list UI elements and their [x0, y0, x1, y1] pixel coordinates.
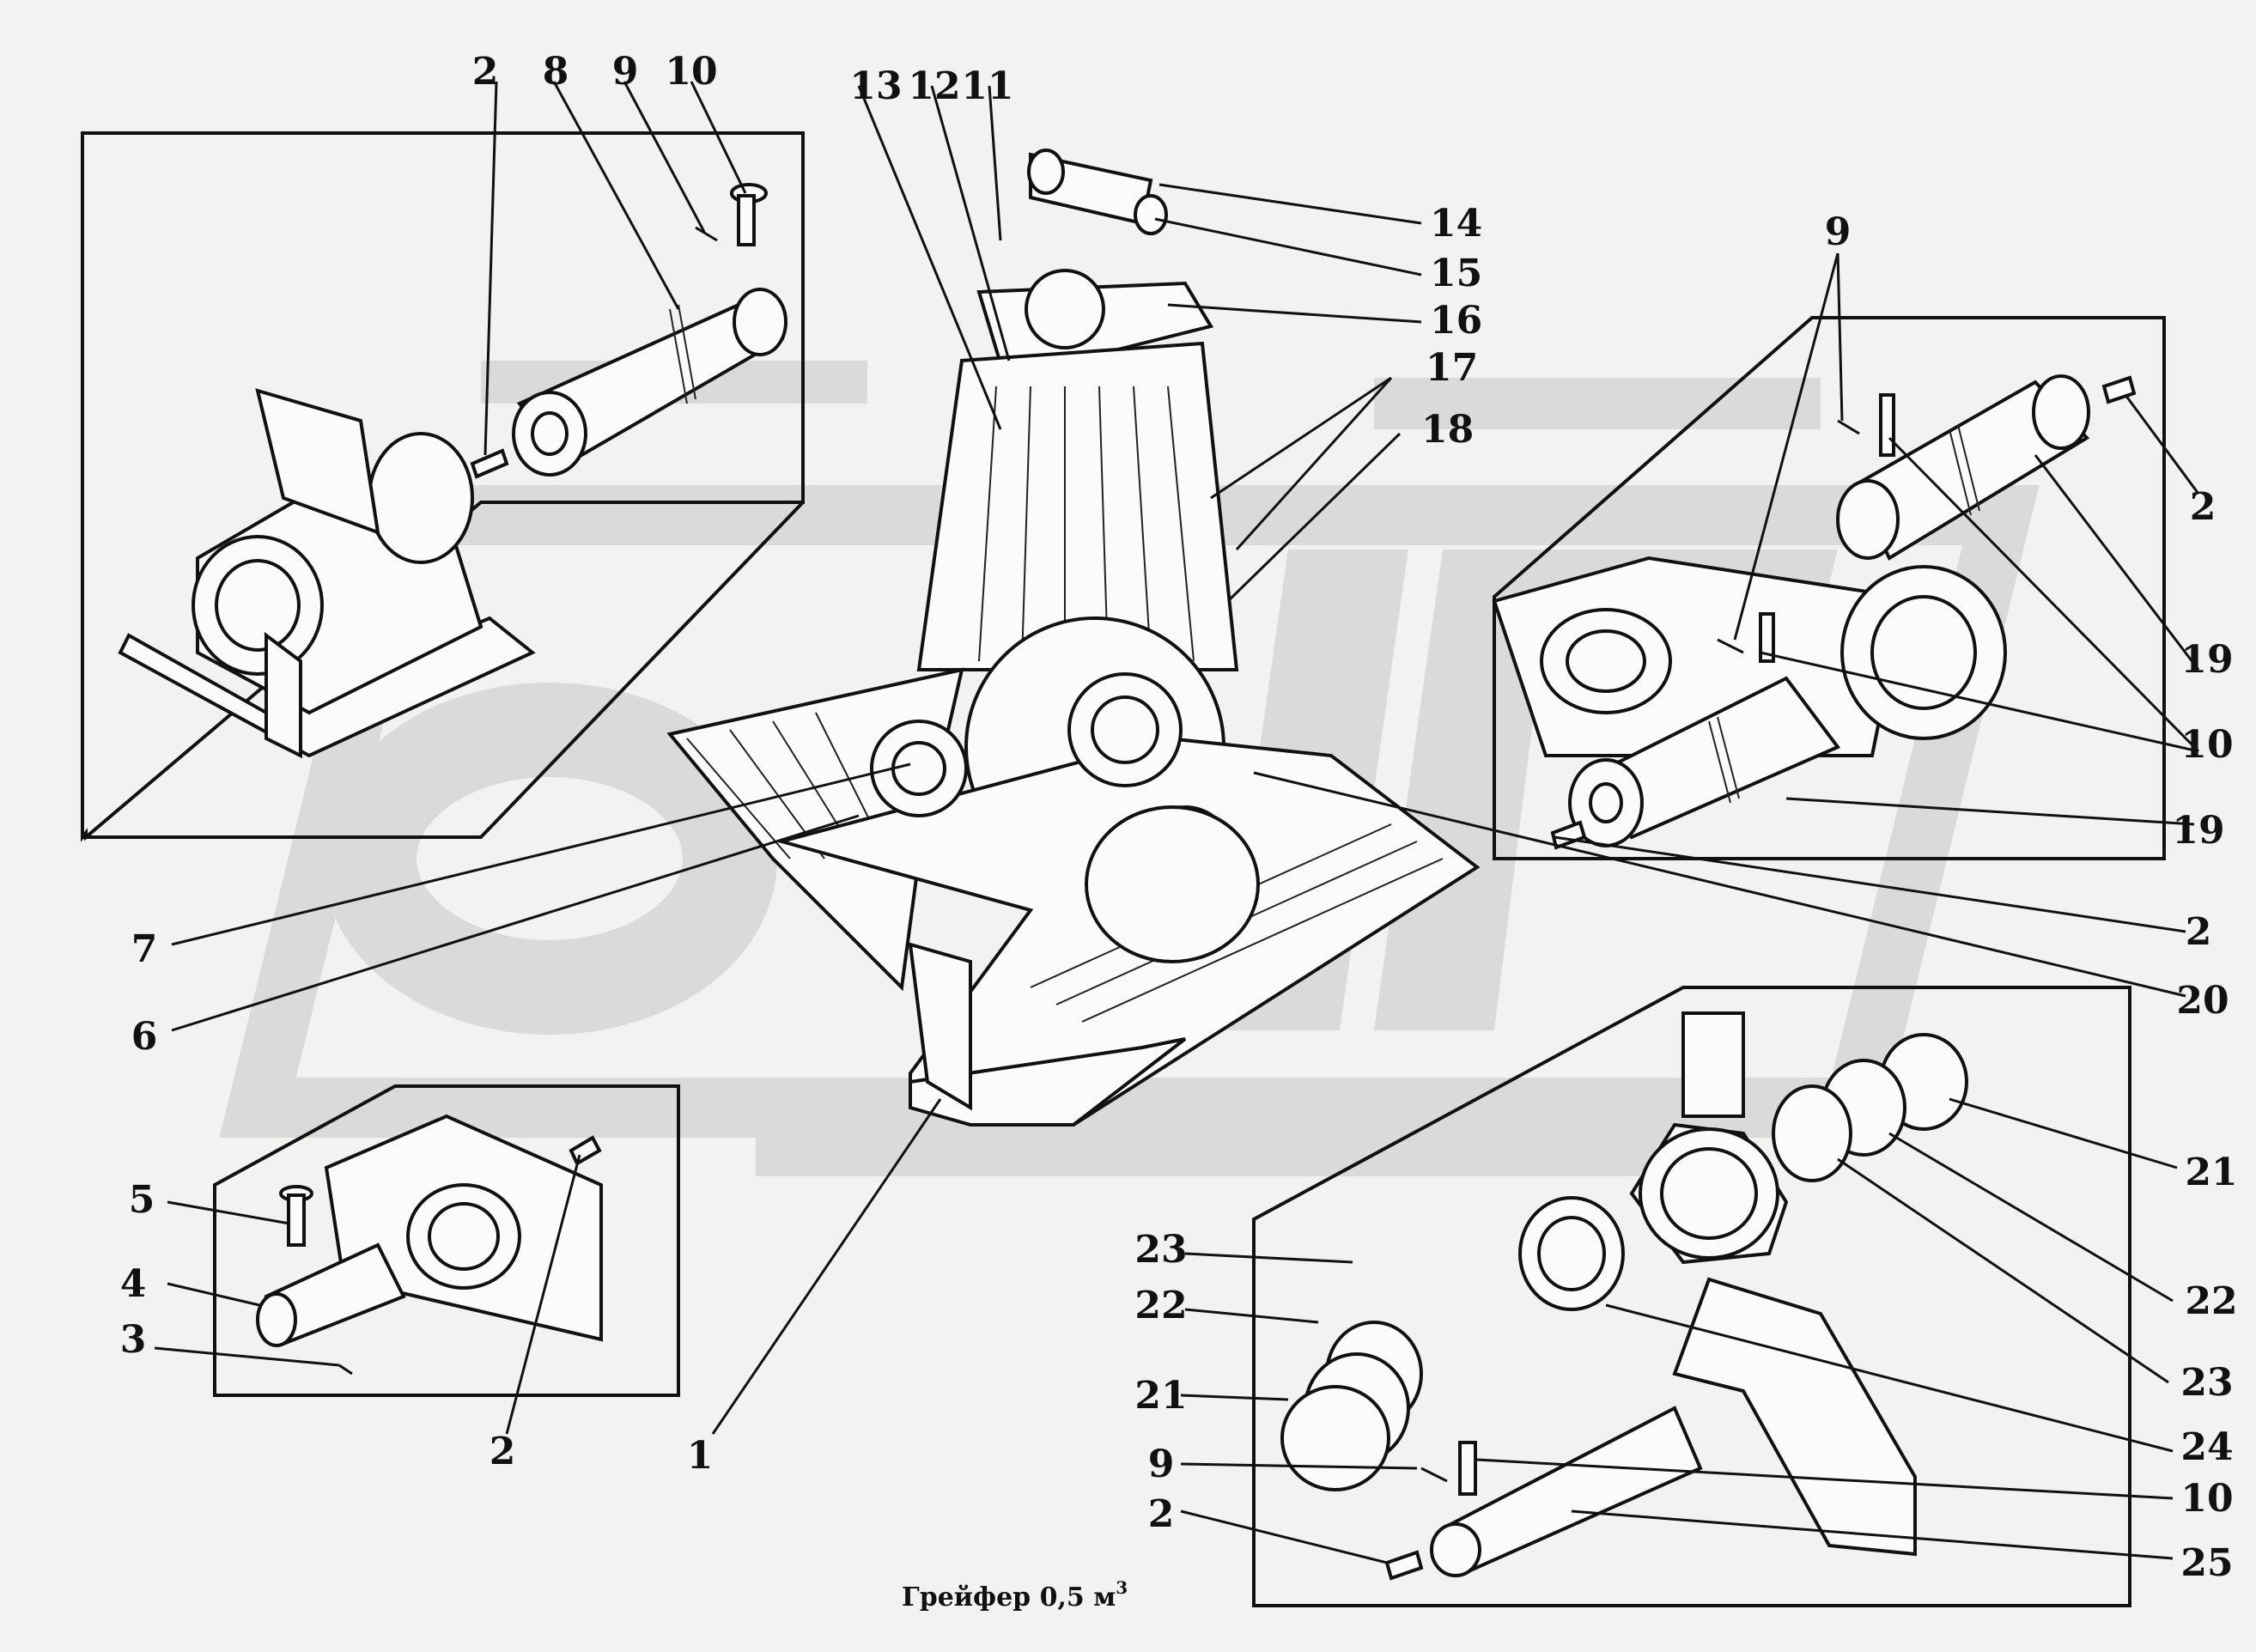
callout-10-top-right: 10: [2180, 723, 2233, 767]
callout-24: 24: [2180, 1425, 2233, 1469]
callout-10-top-left: 10: [665, 50, 717, 94]
pin-25: [1430, 1406, 1703, 1577]
callout-2-top-left: 2: [472, 50, 499, 94]
callout-15: 15: [1430, 252, 1482, 295]
rings-21-22-23-right: [1772, 1033, 1968, 1182]
callout-2-right: 2: [2186, 910, 2212, 954]
callout-25: 25: [2180, 1541, 2233, 1585]
hub-bottom-right: [1629, 1011, 1917, 1557]
callout-3: 3: [120, 1318, 147, 1362]
inset-frame-top-left-outline: [81, 131, 805, 839]
grease-fitting-2-bottom-right: [1384, 1550, 1424, 1581]
callout-19-upper: 19: [2180, 638, 2233, 682]
callout-16: 16: [1430, 299, 1482, 343]
callout-8: 8: [543, 50, 569, 94]
callout-1: 1: [687, 1434, 714, 1478]
pin-5: [279, 1185, 313, 1247]
grease-fitting-2-bottom-left: [569, 1135, 602, 1166]
rings-21-22-23-left: [1280, 1321, 1423, 1491]
callout-5: 5: [129, 1178, 155, 1222]
callout-9-top-right: 9: [1825, 210, 1852, 254]
grease-fitting-2-right: [1550, 820, 1587, 850]
callout-11: 11: [961, 64, 1013, 108]
pin-19-upper: [1836, 374, 2090, 561]
cotter-pin-9-top-left: [695, 226, 718, 242]
title-text: Грейфер 0,5 м: [902, 1582, 1116, 1613]
callout-13: 13: [849, 64, 902, 108]
pin-8: [512, 288, 787, 477]
callout-14: 14: [1430, 202, 1482, 246]
callout-labels: 2 8 9 10 13 12 11 14 15 16 17 18 9 2 19 …: [120, 50, 2238, 1585]
callout-23-left: 23: [1134, 1228, 1187, 1272]
callout-23-right: 23: [2180, 1361, 2233, 1405]
callout-7: 7: [131, 927, 158, 971]
callout-22-left: 22: [1134, 1284, 1187, 1327]
callout-4: 4: [120, 1262, 147, 1306]
callout-19-lower: 19: [2172, 809, 2224, 853]
inset-frame-bottom-right: [1252, 986, 2131, 1607]
callout-6: 6: [131, 1015, 158, 1059]
pin-4: [256, 1242, 406, 1347]
grease-fitting-2-top-right: [2101, 375, 2137, 404]
callout-9-top-left: 9: [612, 50, 639, 94]
callout-21-right: 21: [2185, 1151, 2237, 1194]
pin-10-bottom-right: [1420, 1441, 1477, 1496]
bearing-24: [1518, 1196, 1625, 1311]
callout-2-bottom-right: 2: [1148, 1492, 1175, 1536]
hinge-bracket-top-right: [1492, 556, 2007, 757]
leader-lines: [154, 81, 2200, 1564]
pin-10-top-left: [730, 183, 768, 246]
callout-20: 20: [2176, 979, 2229, 1023]
callout-21-left: 21: [1134, 1374, 1187, 1418]
callout-17: 17: [1426, 346, 1478, 390]
grease-fitting-2-top-left: [470, 448, 509, 479]
callout-2-bottom-left: 2: [490, 1430, 516, 1473]
callout-18: 18: [1421, 408, 1474, 452]
callout-22-right: 22: [2185, 1279, 2237, 1323]
cotter-3: [338, 1364, 353, 1376]
inset-frame-bottom-left: [213, 1084, 680, 1397]
callout-2-top-right: 2: [2190, 485, 2216, 529]
diagram-title: Грейфер 0,5 м3: [902, 1577, 1128, 1613]
inset-frame-top-right: [1493, 316, 2166, 860]
title-superscript: 3: [1116, 1577, 1128, 1598]
callout-9-bottom-right: 9: [1148, 1442, 1175, 1486]
hinge-bracket-top-left: [118, 388, 536, 759]
callout-12: 12: [908, 64, 960, 108]
callout-10-bottom-right: 10: [2180, 1477, 2233, 1521]
